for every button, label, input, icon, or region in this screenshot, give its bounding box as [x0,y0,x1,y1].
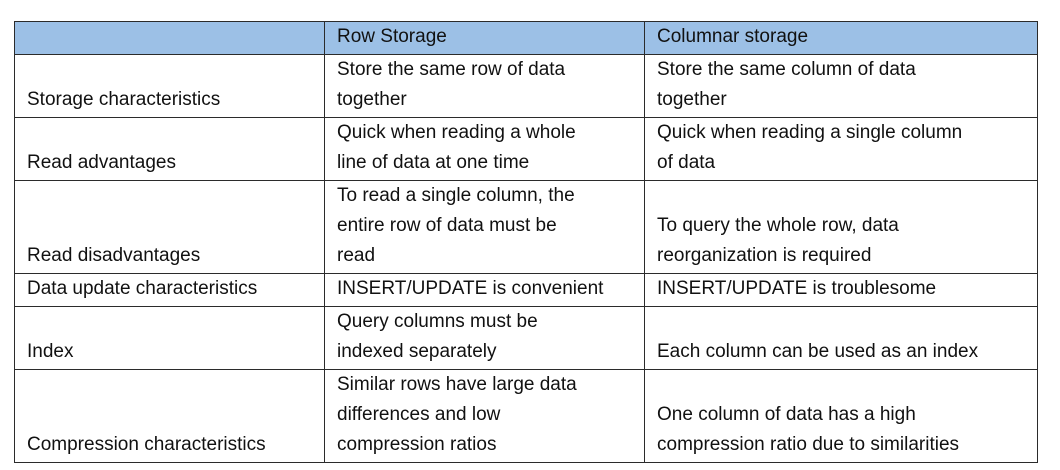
table-row: Read disadvantages To read a single colu… [14,180,1038,274]
cell-line: Store the same column of data [657,59,916,80]
row-storage-cell: Store the same row of data together [324,54,645,118]
columnar-storage-cell: One column of data has a high compressio… [644,369,1038,463]
cell-line: Similar rows have large data [337,374,577,395]
table-row: Read advantages Quick when reading a who… [14,117,1038,181]
cell-line: reorganization is required [657,245,872,266]
row-label: Compression characteristics [14,369,325,463]
cell-line: INSERT/UPDATE is convenient [337,278,604,299]
table-row: Compression characteristics Similar rows… [14,369,1038,463]
columnar-storage-cell: Each column can be used as an index [644,306,1038,370]
row-label-text: Read advantages [27,152,176,173]
row-storage-cell: INSERT/UPDATE is convenient [324,273,645,307]
row-label: Read disadvantages [14,180,325,274]
cell-line: indexed separately [337,341,497,362]
cell-line: INSERT/UPDATE is troublesome [657,278,937,299]
cell-line: compression ratios [337,434,497,455]
table-body: Storage characteristics Store the same r… [14,54,1038,463]
header-cell-feature [14,21,325,55]
row-storage-cell: Query columns must be indexed separately [324,306,645,370]
row-label: Read advantages [14,117,325,181]
cell-line: entire row of data must be [337,215,557,236]
cell-line: Quick when reading a whole [337,122,576,143]
row-storage-cell: Quick when reading a whole line of data … [324,117,645,181]
cell-line: differences and low [337,404,501,425]
columnar-storage-cell: Store the same column of data together [644,54,1038,118]
header-cell-columnar-storage: Columnar storage [644,21,1038,55]
header-row: Row Storage Columnar storage [14,21,1038,55]
cell-line: Each column can be used as an index [657,341,979,362]
row-label-text: Read disadvantages [27,245,201,266]
columnar-storage-cell: Quick when reading a single column of da… [644,117,1038,181]
cell-line: of data [657,152,716,173]
row-label: Data update characteristics [14,273,325,307]
cell-line: together [657,89,727,110]
row-storage-cell: To read a single column, the entire row … [324,180,645,274]
table-header: Row Storage Columnar storage [14,21,1038,55]
header-cell-row-storage: Row Storage [324,21,645,55]
table-row: Storage characteristics Store the same r… [14,54,1038,118]
table-row: Data update characteristics INSERT/UPDAT… [14,273,1038,307]
cell-line: To query the whole row, data [657,215,899,236]
row-storage-cell: Similar rows have large data differences… [324,369,645,463]
cell-line: read [337,245,376,266]
row-label-text: Index [27,341,74,362]
cell-line: One column of data has a high [657,404,916,425]
columnar-storage-cell: INSERT/UPDATE is troublesome [644,273,1038,307]
row-label: Index [14,306,325,370]
columnar-storage-cell: To query the whole row, data reorganizat… [644,180,1038,274]
row-label: Storage characteristics [14,54,325,118]
cell-line: line of data at one time [337,152,530,173]
cell-line: Query columns must be [337,311,538,332]
row-label-text: Compression characteristics [27,434,266,455]
row-label-text: Storage characteristics [27,89,221,110]
cell-line: Store the same row of data [337,59,566,80]
row-label-text: Data update characteristics [27,278,258,299]
cell-line: Quick when reading a single column [657,122,963,143]
comparison-table: Row Storage Columnar storage Storage cha… [14,21,1038,463]
table-row: Index Query columns must be indexed sepa… [14,306,1038,370]
cell-line: To read a single column, the [337,185,575,206]
cell-line: together [337,89,407,110]
cell-line: compression ratio due to similarities [657,434,960,455]
